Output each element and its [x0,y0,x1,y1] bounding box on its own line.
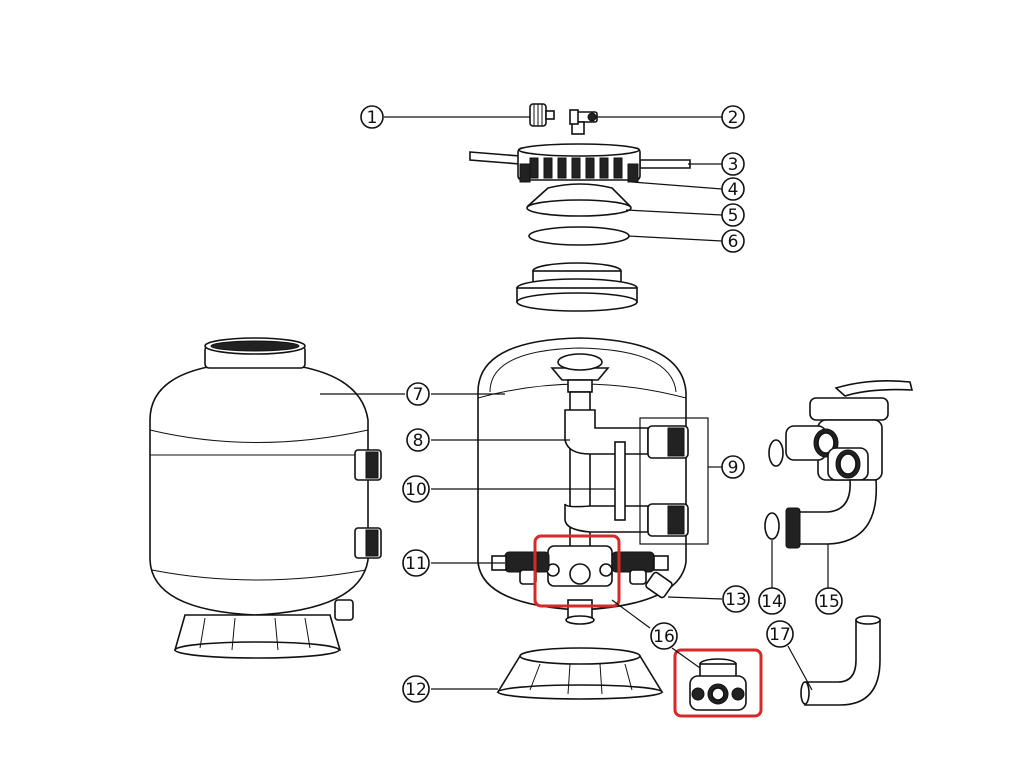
part-15-multiport-valve [764,380,914,549]
callout-17: 17 [766,620,794,648]
callout-4: 4 [721,177,745,201]
callout-12-label: 12 [405,680,427,700]
callout-14: 14 [758,587,786,615]
callout-10: 10 [402,475,430,503]
callout-5: 5 [721,203,745,227]
callout-8-label: 8 [413,431,424,451]
tank-cutaway [477,337,709,625]
callout-11: 11 [402,549,430,577]
part-1-cap [529,103,555,127]
tank-neck-ring [516,262,638,312]
callout-9-label: 9 [728,458,739,478]
callout-2-label: 2 [728,108,739,128]
part-3-4-lid-clamp [469,143,691,183]
part-6-o-ring [528,226,630,246]
callout-8: 8 [406,428,430,452]
callout-14-label: 14 [761,592,783,612]
callout-5-label: 5 [728,206,739,226]
part-7-tank-assembled [149,337,382,659]
callout-1: 1 [360,105,384,129]
callout-2: 2 [721,105,745,129]
callout-11-label: 11 [405,554,427,574]
callout-7-label: 7 [413,385,424,405]
callout-9: 9 [721,455,745,479]
part-17-elbow-pipe [800,615,881,706]
callout-16: 16 [650,622,678,650]
leader-lines [320,116,829,691]
callout-3-label: 3 [728,155,739,175]
callout-12: 12 [402,675,430,703]
part-16-manifold-detail [689,658,747,711]
callout-7: 7 [406,382,430,406]
highlight-box-part-16 [673,648,763,718]
callout-15-label: 15 [818,592,840,612]
part-5-dome [526,183,632,217]
callout-6: 6 [721,229,745,253]
part-2-valve [569,109,598,135]
callout-13-label: 13 [725,590,747,610]
callout-16-label: 16 [653,627,675,647]
part-12-base [496,647,664,700]
callout-10-label: 10 [405,480,427,500]
callout-15: 15 [815,587,843,615]
callout-6-label: 6 [728,232,739,252]
callout-4-label: 4 [728,180,739,200]
callout-3: 3 [721,152,745,176]
callout-17-label: 17 [769,625,791,645]
highlight-box-manifold [533,534,621,608]
callout-13: 13 [722,585,750,613]
callout-1-label: 1 [367,108,378,128]
